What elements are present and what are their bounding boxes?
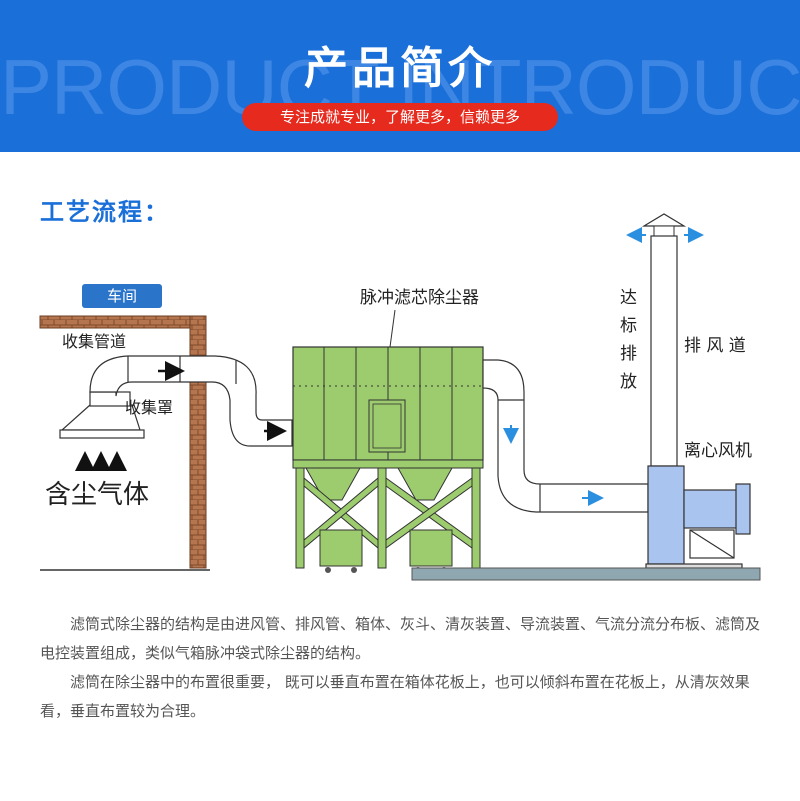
filter-dust-collector	[292, 346, 484, 573]
collection-hood	[59, 391, 145, 439]
workshop-label: 车间	[82, 284, 162, 308]
svg-text:排: 排	[620, 344, 637, 364]
filter-unit-label: 脉冲滤芯除尘器	[360, 288, 479, 308]
ground-base	[411, 567, 761, 581]
centrifugal-fan	[645, 465, 751, 569]
banner-title: 产品简介	[304, 43, 496, 94]
fan-label: 离心风机	[684, 441, 752, 461]
svg-text:标: 标	[620, 316, 637, 336]
section-title: 工艺流程：	[40, 198, 170, 226]
flow-arrows-black	[75, 361, 287, 471]
exhaust-stack	[641, 213, 687, 467]
emission-label: 达 标 排 放	[620, 288, 637, 392]
dusty-gas-label: 含尘气体	[45, 480, 149, 510]
svg-text:放: 放	[620, 372, 637, 392]
description-paragraph-2: 滤筒在除尘器中的布置很重要， 既可以垂直布置在箱体花板上，也可以倾斜布置在花板上…	[40, 673, 750, 720]
workshop-label-text: 车间	[107, 287, 137, 305]
workshop-wall	[39, 315, 210, 571]
svg-text:达: 达	[620, 288, 637, 308]
description-paragraph-1: 滤筒式除尘器的结构是由进风管、排风管、箱体、灰斗、清灰装置、导流装置、气流分流分…	[40, 615, 761, 662]
header-banner: PRODUCT INTRODUCTION 产品简介 专注成就专业，了解更多，信赖…	[0, 0, 800, 152]
banner-tagline: 专注成就专业，了解更多，信赖更多	[242, 103, 558, 131]
collect-hood-label: 收集罩	[125, 398, 173, 417]
exhaust-duct-label: 排 风 道	[684, 336, 746, 356]
collect-duct-label: 收集管道	[62, 332, 126, 351]
